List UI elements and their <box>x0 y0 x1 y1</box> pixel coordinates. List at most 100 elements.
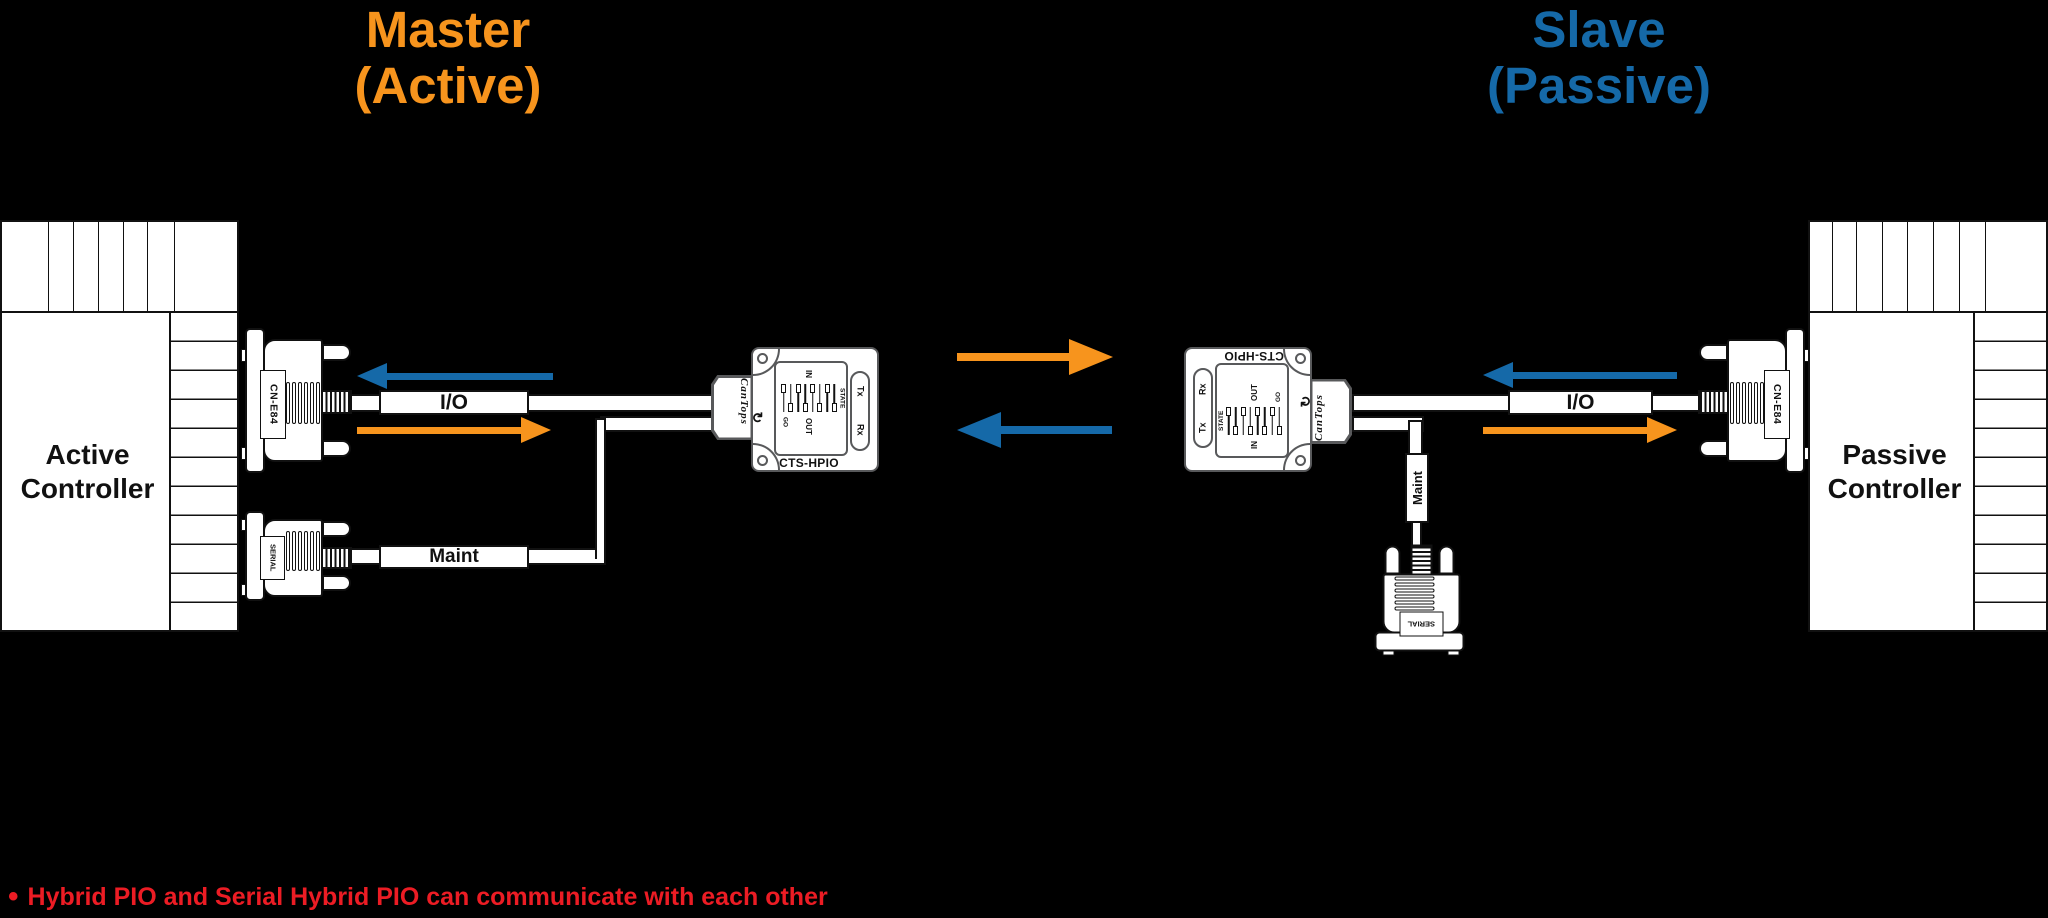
tx-label: Tx <box>855 386 866 397</box>
connector-thumbscrew <box>322 440 351 457</box>
serial-label-text: SERIAL <box>1407 619 1436 629</box>
cable-joint-patch <box>597 420 604 430</box>
maint-cable-right-label-text: Maint <box>1409 471 1425 505</box>
passive-controller-label-line2: Controller <box>1827 472 1962 504</box>
bullet-icon: • <box>8 880 19 913</box>
cable-boot <box>1410 544 1433 576</box>
out-label: OUT <box>1250 384 1259 402</box>
serial-label-text: SERIAL <box>268 544 278 572</box>
rx-label: Rx <box>855 423 866 436</box>
maint-cable-left-label: Maint <box>379 545 529 569</box>
active-controller-module-strip <box>0 220 239 313</box>
circular-arrows-icon: ↻ <box>749 411 766 424</box>
connector-label-plate: SERIAL <box>1399 611 1444 637</box>
footnote: • Hybrid PIO and Serial Hybrid PIO can c… <box>8 882 828 912</box>
converter-model-text: CTS-HPIO <box>1202 349 1306 363</box>
go-label: GO <box>1274 391 1282 403</box>
connector-vent-grille <box>1730 382 1764 424</box>
dip-switch <box>1269 407 1275 435</box>
footnote-text: Hybrid PIO and Serial Hybrid PIO can com… <box>27 882 828 911</box>
connector-label-plate: CN-E84 <box>260 370 286 439</box>
tx-rx-indicator: Tx Rx <box>1193 368 1213 448</box>
dip-switch <box>1233 407 1239 435</box>
screw-hole-icon <box>757 455 768 466</box>
cn-e84-connector-left: CN-E84 <box>241 328 353 473</box>
out-label: OUT <box>804 417 813 435</box>
arrow-right-blue-line <box>1509 372 1677 379</box>
cable-joint-patch <box>1410 422 1421 430</box>
active-controller-module-cells <box>2 222 237 311</box>
io-cable-left-label: I/O <box>379 390 529 415</box>
passive-controller-body: Passive Controller <box>1808 311 2048 632</box>
tx-label: Tx <box>1197 422 1208 433</box>
dip-switch <box>788 384 794 412</box>
arrow-left-blue-head-icon <box>357 363 387 389</box>
maint-cable-left-upper-run <box>600 416 714 432</box>
dip-switch <box>824 384 830 412</box>
passive-controller-label: Passive Controller <box>1810 313 1979 630</box>
slave-title-line1: Slave <box>1532 1 1666 58</box>
connector-vent-grille <box>1394 576 1435 611</box>
cts-hpio-converter-left: CanTops ↻ IN OUT STATE GO Tx Rx CTS-HPIO <box>711 347 879 472</box>
dip-switch <box>1277 407 1282 435</box>
passive-controller-module-strip <box>1808 220 2048 313</box>
converter-switch-panel: IN OUT STATE GO <box>1215 363 1289 458</box>
converter-switch-panel: IN OUT STATE GO <box>774 361 848 456</box>
connector-thumbscrew <box>1699 440 1728 457</box>
io-cable-left-label-text: I/O <box>439 390 468 414</box>
passive-controller-label-line1: Passive <box>1842 438 1947 470</box>
brand-text: CanTops <box>738 378 750 425</box>
master-title-line2: (Active) <box>354 57 542 114</box>
screw-hole-icon <box>1295 455 1306 466</box>
dip-switch <box>795 384 801 412</box>
converter-plug <box>711 375 753 440</box>
dip-switch <box>1240 407 1246 435</box>
io-cable-right-label-text: I/O <box>1566 390 1595 414</box>
connector-vent-grille <box>286 382 320 424</box>
maint-cable-left-label-text: Maint <box>429 546 479 567</box>
dip-switch <box>1262 407 1268 435</box>
maint-cable-left-riser <box>595 418 606 559</box>
active-controller-label-line2: Controller <box>20 472 155 504</box>
master-title: Master (Active) <box>287 2 609 114</box>
cable-boot <box>321 390 352 414</box>
dip-switch <box>1255 407 1261 435</box>
dip-switch <box>802 384 808 412</box>
maint-cable-right-label: Maint <box>1405 453 1429 523</box>
connector-label-plate: SERIAL <box>260 536 285 580</box>
screw-hole-icon <box>757 353 768 364</box>
arrow-left-orange-head-icon <box>521 417 551 443</box>
active-controller-slot-rows <box>169 313 237 630</box>
arrow-right-blue-head-icon <box>1483 362 1513 388</box>
converter-model-text: CTS-HPIO <box>757 456 861 470</box>
passive-controller-module-cells <box>1810 222 2046 311</box>
in-label: IN <box>804 370 813 378</box>
dip-switch-row <box>781 384 837 412</box>
brand-text: CanTops <box>1313 394 1325 441</box>
dip-switch <box>781 384 786 412</box>
slave-title-line2: (Passive) <box>1487 57 1711 114</box>
serial-connector-bottom: SERIAL <box>1374 544 1465 656</box>
dip-switch <box>1247 407 1253 435</box>
arrow-center-orange-line <box>957 353 1073 361</box>
connector-thumbscrew <box>322 521 351 537</box>
active-controller-label-line1: Active <box>45 438 130 470</box>
state-label: STATE <box>1217 410 1225 432</box>
cn-e84-connector-right: CN-E84 <box>1697 328 1809 473</box>
dip-switch <box>810 384 816 412</box>
connector-vent-grille <box>286 531 320 571</box>
connector-thumbscrew <box>322 344 351 361</box>
arrow-right-orange-head-icon <box>1647 417 1677 443</box>
connector-thumbscrew <box>1699 344 1728 361</box>
cn-e84-label-text: CN-E84 <box>1771 384 1784 425</box>
cable-boot <box>1698 390 1729 414</box>
circular-arrows-icon: ↻ <box>1297 395 1314 408</box>
maint-cable-right-stub <box>1352 416 1424 432</box>
arrow-center-orange-head-icon <box>1069 339 1113 375</box>
dip-switch <box>831 384 837 412</box>
connector-thumbscrew <box>1438 545 1455 575</box>
connector-thumbscrew <box>1384 545 1401 575</box>
serial-connector-left: SERIAL <box>241 511 352 601</box>
state-label: STATE <box>838 387 846 409</box>
